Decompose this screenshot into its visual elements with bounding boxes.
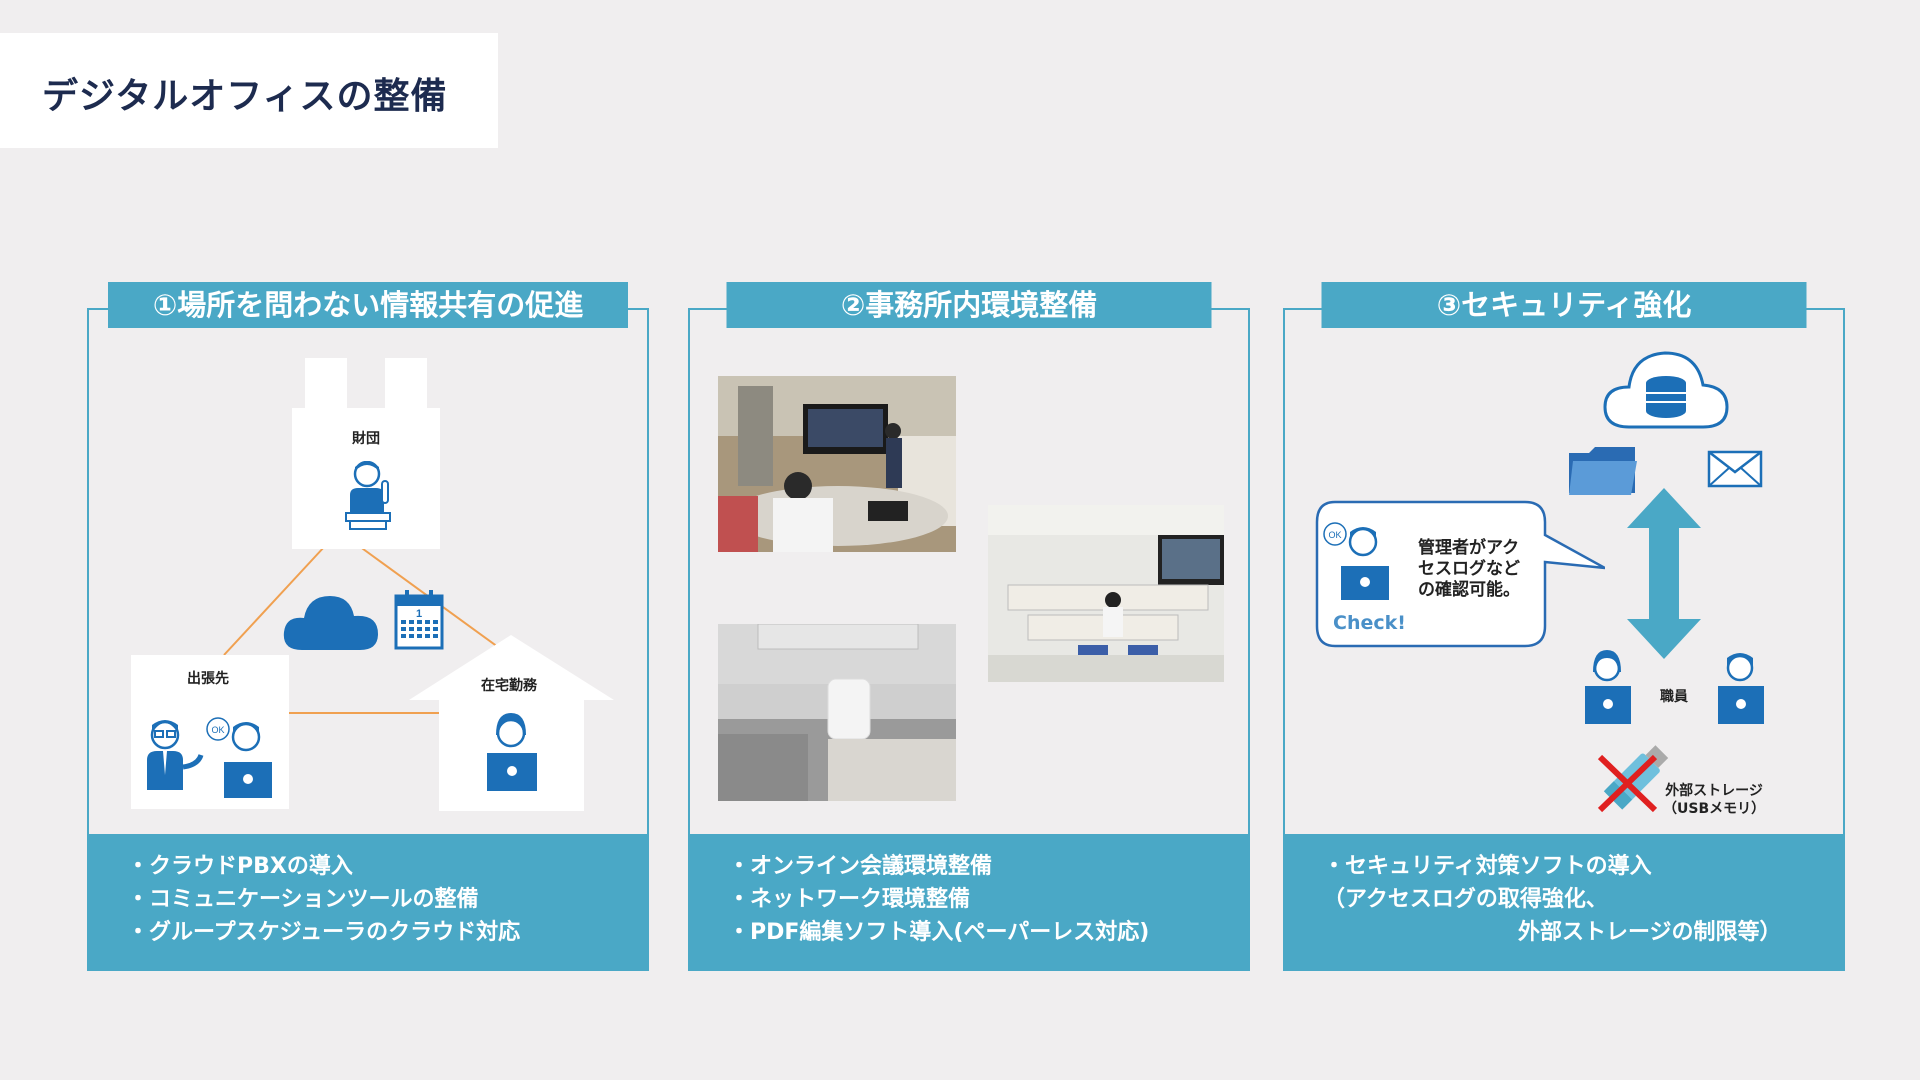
panel-location-bullets: ・クラウドPBXの導入 ・コミュニケーションツールの整備 ・グループスケジューラ… bbox=[87, 834, 649, 971]
home-house: 在宅勤務 bbox=[409, 635, 614, 811]
woman-laptop-icon bbox=[487, 713, 537, 791]
storage-label: 外部ストレージ （USBメモリ） bbox=[1663, 782, 1765, 818]
bullet-item: ・セキュリティ対策ソフトの導入 bbox=[1323, 854, 1652, 879]
bullet-item: （アクセスログの取得強化、 bbox=[1323, 887, 1608, 912]
businessman-icon bbox=[147, 720, 204, 790]
cloud-database-icon bbox=[1603, 351, 1729, 429]
page-title: デジタルオフィスの整備 bbox=[42, 76, 448, 117]
calendar-icon: 1 bbox=[394, 590, 444, 650]
phone-person-icon bbox=[345, 461, 391, 530]
panel-security-heading: ③セキュリティ強化 bbox=[1321, 282, 1807, 328]
admin-speech-bubble: OK Check! 管理者がアク セスログなど の確認可能。 bbox=[1315, 500, 1605, 648]
bullet-item: 外部ストレージの制限等） bbox=[1518, 920, 1782, 945]
ok-text: OK bbox=[211, 725, 224, 735]
mail-icon bbox=[1707, 450, 1763, 488]
title-box: デジタルオフィスの整備 bbox=[0, 33, 498, 148]
foundation-label: 財団 bbox=[352, 431, 380, 447]
panel-location-heading: ①場所を問わない情報共有の促進 bbox=[108, 282, 628, 328]
business-trip-label: 出張先 bbox=[187, 671, 229, 687]
staff-man-icon bbox=[1718, 653, 1764, 724]
storage-line: （USBメモリ） bbox=[1663, 801, 1766, 817]
panel-office-bullets: ・オンライン会議環境整備 ・ネットワーク環境整備 ・PDF編集ソフト導入(ペーパ… bbox=[688, 834, 1250, 971]
bullet-item: ・グループスケジューラのクラウド対応 bbox=[127, 920, 521, 945]
admin-bubble-text: 管理者がアク セスログなど の確認可能。 bbox=[1418, 538, 1520, 601]
panel-office-heading: ②事務所内環境整備 bbox=[726, 282, 1212, 328]
wifi-router-photo bbox=[718, 624, 956, 801]
bubble-line: の確認可能。 bbox=[1418, 580, 1520, 600]
foundation-building: 財団 bbox=[292, 358, 440, 549]
bubble-line: セスログなど bbox=[1418, 559, 1520, 579]
usb-blocked-icon bbox=[1597, 745, 1669, 813]
home-label: 在宅勤務 bbox=[481, 678, 537, 694]
bullet-item: ・コミュニケーションツールの整備 bbox=[127, 887, 479, 912]
double-arrow-icon bbox=[1627, 488, 1701, 659]
business-trip-box: 出張先 OK bbox=[131, 655, 289, 809]
staff-label: 職員 bbox=[1660, 689, 1688, 705]
bullet-item: ・オンライン会議環境整備 bbox=[728, 854, 993, 879]
bullet-item: ・クラウドPBXの導入 bbox=[127, 854, 353, 879]
ok-laptop-person-icon: OK bbox=[206, 717, 272, 798]
bullet-item: ・ネットワーク環境整備 bbox=[728, 887, 971, 912]
cloud-icon bbox=[283, 596, 378, 650]
bubble-line: 管理者がアク bbox=[1418, 538, 1520, 558]
staff-woman-icon bbox=[1585, 650, 1631, 724]
panel-location: ①場所を問わない情報共有の促進 財団 1 bbox=[87, 282, 649, 971]
bullet-item: ・PDF編集ソフト導入(ペーパーレス対応) bbox=[728, 920, 1150, 945]
panel-security-bullets: ・セキュリティ対策ソフトの導入 （アクセスログの取得強化、 外部ストレージの制限… bbox=[1283, 834, 1845, 971]
online-meeting-photo bbox=[988, 505, 1224, 682]
storage-line: 外部ストレージ bbox=[1665, 783, 1763, 799]
calendar-day: 1 bbox=[416, 608, 422, 620]
folder-icon bbox=[1569, 447, 1637, 495]
panel-office: ②事務所内環境整備 bbox=[688, 282, 1250, 971]
meeting-room-photo bbox=[718, 376, 956, 552]
admin-laptop-icon: OK bbox=[1323, 522, 1389, 600]
ok-text: OK bbox=[1328, 530, 1341, 540]
panel-security: ③セキュリティ強化 OK Check! bbox=[1283, 282, 1845, 971]
check-label: Check! bbox=[1333, 612, 1406, 634]
